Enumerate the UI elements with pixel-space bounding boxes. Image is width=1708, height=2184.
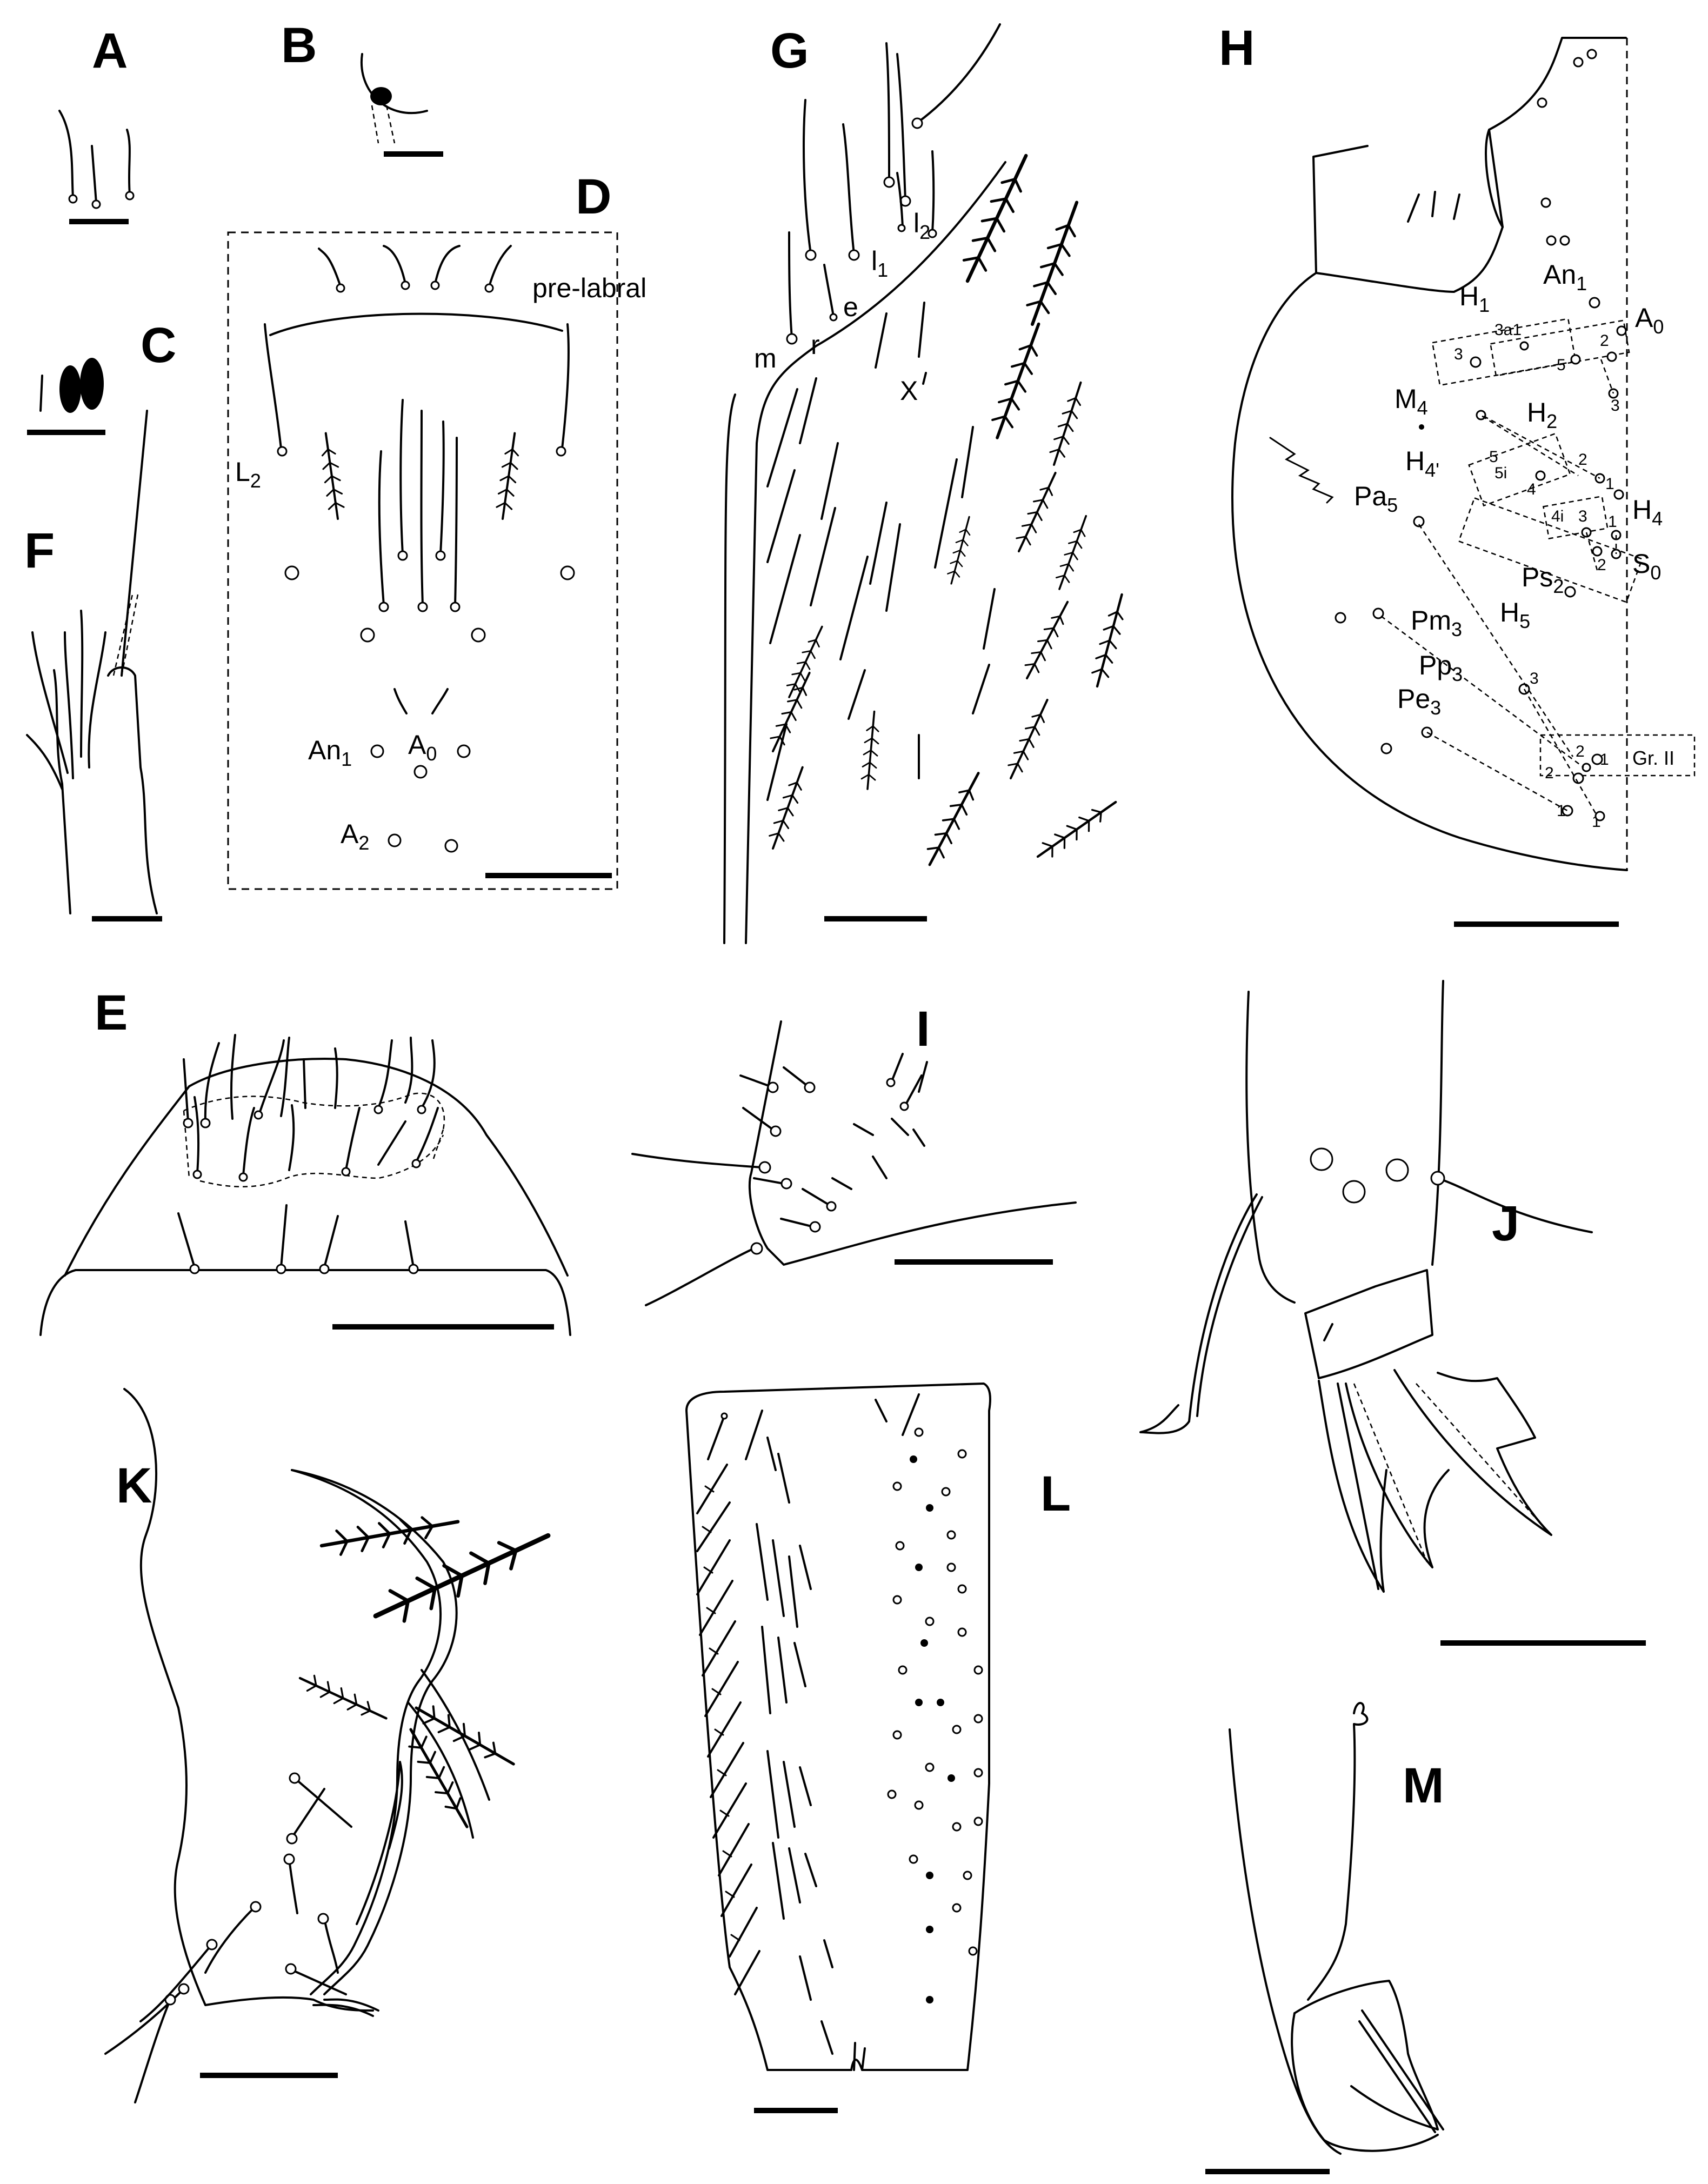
panel-d: D pre-labral L2 An1 A0 A2 xyxy=(227,169,646,890)
label-L2: L2 xyxy=(235,457,261,492)
panel-letter-a: A xyxy=(92,23,128,78)
panel-letter-i: I xyxy=(916,1001,930,1057)
num-5i: 5i xyxy=(1494,464,1507,482)
label-m: m xyxy=(754,343,777,373)
sensillum-c2 xyxy=(80,358,104,410)
label-H5: H5 xyxy=(1500,597,1530,632)
panel-d-frame xyxy=(227,231,618,890)
seta-a3 xyxy=(126,129,131,196)
panel-h: H H1 An1 A0 H2 M4 H4' H4 Pa5 S0 Ps2 H5 P… xyxy=(1219,21,1696,927)
group-box-h1 xyxy=(1431,318,1577,386)
panel-i: I xyxy=(631,1001,1077,1306)
panel-letter-c: C xyxy=(141,318,176,373)
head-outline-h xyxy=(1231,37,1628,871)
tenent-hair-j xyxy=(1139,1193,1258,1434)
num-5b: 5 xyxy=(1489,448,1498,466)
num-3: 3 xyxy=(1454,345,1463,363)
panel-l: L xyxy=(685,1382,1071,2113)
num-1c: 1 xyxy=(1600,751,1609,769)
panel-a: A xyxy=(58,23,135,224)
num-1: 1 xyxy=(1605,475,1614,493)
panel-b: B xyxy=(281,18,443,157)
label-pre-labral: pre-labral xyxy=(532,273,646,303)
panel-letter-e: E xyxy=(95,985,128,1040)
panel-g: G m r e l1 l2 X xyxy=(723,23,1130,944)
num-3c: 3 xyxy=(1611,397,1620,415)
panel-letter-d: D xyxy=(576,169,611,224)
mucro-outline-m xyxy=(1229,1728,1342,2155)
label-l2: l2 xyxy=(913,208,930,243)
panel-j: J xyxy=(1139,980,1646,1646)
num-4i: 4i xyxy=(1551,507,1564,525)
sensillum-h xyxy=(1269,437,1334,504)
num-4: 4 xyxy=(1527,480,1536,498)
panel-letter-m: M xyxy=(1403,1758,1444,1813)
label-M4: M4 xyxy=(1395,384,1428,419)
panel-m: M xyxy=(1205,1702,1444,2174)
sensillum-c1 xyxy=(59,365,81,413)
label-H2: H2 xyxy=(1527,397,1557,432)
panel-k: K xyxy=(104,1388,555,2103)
ventral-tube-outline-k xyxy=(123,1388,374,2012)
label-r: r xyxy=(811,330,820,360)
panel-letter-h: H xyxy=(1219,21,1255,76)
label-Pp3: Pp3 xyxy=(1419,650,1463,685)
label-An1: An1 xyxy=(308,735,352,770)
appendage-f xyxy=(107,666,158,914)
panel-letter-b: B xyxy=(281,18,317,73)
labrum-edge xyxy=(269,312,563,336)
label-A0: A0 xyxy=(408,730,437,765)
label-H1: H1 xyxy=(1459,281,1490,316)
leg-outline-j xyxy=(1245,991,1296,1304)
num-3a1: 3a1 xyxy=(1494,321,1522,339)
panel-letter-k: K xyxy=(116,1458,152,1513)
num-1b: 1 xyxy=(1608,513,1617,531)
labium-outline-e xyxy=(64,1058,569,1277)
group-box-h5 xyxy=(1458,497,1643,603)
panel-letter-g: G xyxy=(770,23,809,78)
num-2: 2 xyxy=(1600,332,1609,350)
label-Pm3: Pm3 xyxy=(1411,605,1462,640)
empodium-j xyxy=(1393,1369,1552,1536)
num-2e: 2 xyxy=(1545,764,1554,782)
outline-i xyxy=(748,1020,1077,1266)
body-outline-g xyxy=(745,161,1006,944)
panel-c: C xyxy=(27,318,176,435)
label-gr-ii: Gr. II xyxy=(1632,747,1674,769)
panel-letter-l: L xyxy=(1040,1466,1071,1521)
label-A2: A2 xyxy=(341,819,369,854)
panel-letter-f: F xyxy=(24,523,55,578)
seta-a1 xyxy=(58,110,74,198)
num-3b: 3 xyxy=(1578,507,1587,525)
label-e: e xyxy=(843,292,858,322)
label-H4p: H4' xyxy=(1405,446,1439,481)
num-3d: 3 xyxy=(1530,670,1539,687)
label-S0: S0 xyxy=(1632,549,1661,584)
panel-f: F xyxy=(24,410,162,921)
dens-outline-l xyxy=(685,1382,991,2071)
label-H4: H4 xyxy=(1632,495,1663,530)
num-2b: 2 xyxy=(1578,451,1587,469)
label-A0-h: A0 xyxy=(1635,303,1664,338)
label-l1: l1 xyxy=(871,246,888,281)
dens-pores xyxy=(887,1427,983,2003)
panel-e: E xyxy=(39,985,571,1336)
panel-letter-j: J xyxy=(1492,1196,1519,1251)
label-Pa5: Pa5 xyxy=(1354,481,1398,516)
num-5: 5 xyxy=(1557,356,1566,374)
group-box-gr-ii xyxy=(1539,734,1696,777)
label-Ps2: Ps2 xyxy=(1522,562,1564,597)
label-An1-h: An1 xyxy=(1543,259,1587,295)
label-Pe3: Pe3 xyxy=(1397,684,1441,719)
sensillum-b xyxy=(360,53,428,115)
tibiotarsus-j xyxy=(1304,1269,1433,1379)
claw-j xyxy=(1318,1380,1387,1593)
seta-a2 xyxy=(91,145,97,204)
num-2d: 2 xyxy=(1576,743,1585,760)
label-X: X xyxy=(900,376,918,406)
num-2c: 2 xyxy=(1597,556,1606,574)
